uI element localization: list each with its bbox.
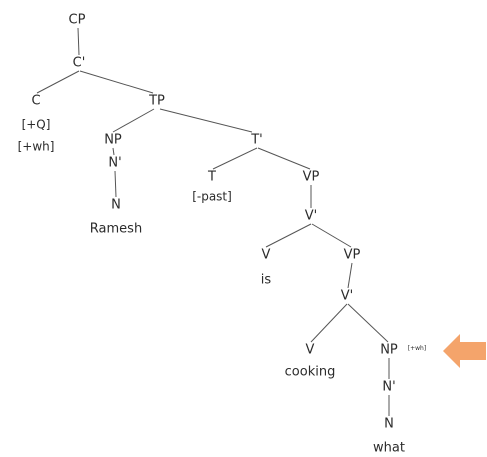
tree-edge-vbar2-np2 bbox=[347, 303, 389, 343]
node-n1: N bbox=[111, 198, 121, 213]
node-vp1: VP bbox=[303, 170, 320, 185]
node-vbar2: V' bbox=[341, 289, 353, 304]
node-cooking: cooking bbox=[285, 365, 336, 380]
node-n2: N bbox=[384, 417, 394, 432]
node-np2: NP bbox=[380, 343, 398, 358]
node-v1: V bbox=[262, 248, 271, 263]
node-c-q: [+Q] bbox=[22, 118, 51, 132]
node-nbar1: N' bbox=[108, 156, 121, 171]
node-cp: CP bbox=[69, 13, 86, 28]
tree-edge-cbar-c bbox=[36, 70, 80, 94]
tree-edge-vbar2-v2 bbox=[310, 303, 348, 343]
node-c: C bbox=[31, 94, 40, 109]
tree-edge-vp2-vbar2 bbox=[347, 262, 353, 289]
node-t: T bbox=[207, 170, 216, 185]
tree-edge-nbar1-n1 bbox=[114, 170, 117, 198]
tree-edge-np1-nbar1 bbox=[112, 147, 115, 156]
node-what: what bbox=[373, 441, 405, 456]
tree-edge-tp-tbar bbox=[159, 108, 253, 133]
node-is: is bbox=[261, 273, 272, 288]
node-cbar: C' bbox=[73, 56, 86, 71]
node-tbar: T' bbox=[250, 133, 263, 148]
node-t-past: [-past] bbox=[192, 190, 232, 204]
tree-edge-vbar1-vp2 bbox=[311, 223, 352, 248]
node-nbar2: N' bbox=[382, 380, 395, 395]
tree-edge-cbar-tp bbox=[79, 70, 154, 94]
node-tp: TP bbox=[148, 94, 165, 109]
arrow-left-icon bbox=[443, 334, 486, 368]
tree-edge-tbar-t bbox=[212, 147, 258, 170]
node-ramesh: Ramesh bbox=[90, 222, 142, 237]
tree-edges bbox=[36, 27, 390, 416]
node-np2-feat: [+wh] bbox=[408, 345, 426, 352]
node-vbar1: V' bbox=[305, 209, 317, 224]
tree-edge-tp-np1 bbox=[112, 108, 155, 133]
node-v2: V bbox=[306, 343, 315, 358]
node-vp2: VP bbox=[344, 248, 361, 263]
node-c-wh: [+wh] bbox=[18, 140, 55, 154]
node-np1: NP bbox=[104, 133, 122, 148]
tree-edge-vbar1-v1 bbox=[265, 223, 312, 248]
tree-edge-cp-cbar bbox=[77, 27, 80, 56]
tree-labels: CP C' C [+Q] [+wh] TP NP N' N Ramesh T' T [-past] VP V… bbox=[18, 13, 427, 456]
tree-edge-tbar-vp1 bbox=[257, 147, 311, 170]
